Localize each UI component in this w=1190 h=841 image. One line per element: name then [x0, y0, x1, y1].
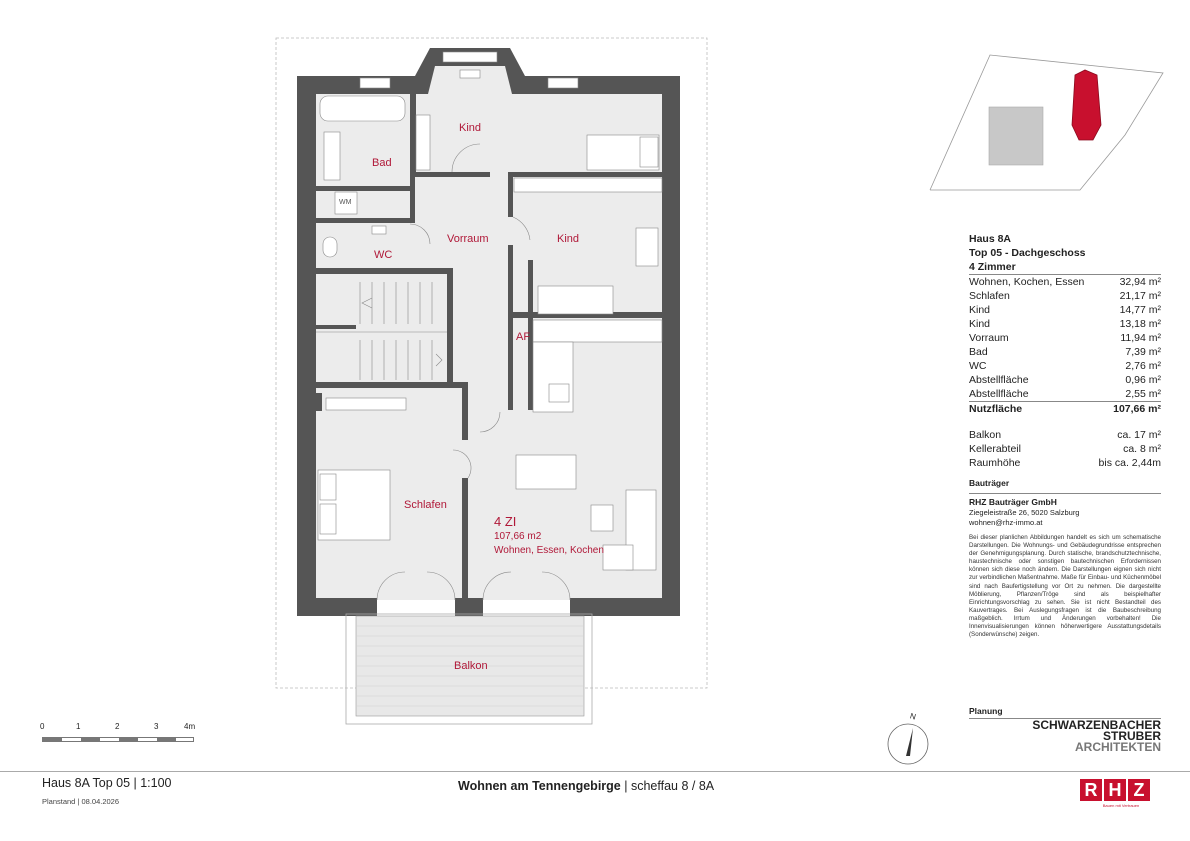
room-schlafen: Schlafen: [404, 499, 447, 511]
site-plan: [929, 54, 1164, 191]
architect-name-2: STRUBER: [1102, 729, 1161, 743]
company-address: Ziegeleistraße 26, 5020 Salzburg: [969, 508, 1080, 517]
compass-icon: [887, 723, 929, 765]
room-vorraum: Vorraum: [447, 233, 489, 245]
room-wc: WC: [374, 249, 393, 261]
scale-bar: 0 1 2 3 4m: [40, 722, 200, 746]
scale-tick-2: 2: [115, 722, 120, 731]
room-wm: WM: [339, 199, 352, 206]
floor-plan: [275, 37, 708, 725]
info-house: Haus 8A: [969, 233, 1012, 245]
scale-tick-4: 4m: [184, 722, 196, 731]
company-email: wohnen@rhz-immo.at: [969, 518, 1043, 527]
info-top: Top 05 - Dachgeschoss: [969, 247, 1086, 259]
project-location: | scheffau 8 / 8A: [620, 779, 715, 793]
info-panel: Haus 8A Top 05 - Dachgeschoss 4 Zimmer W…: [969, 232, 1161, 639]
project-name: Wohnen am Tennengebirge: [458, 779, 621, 793]
footer-divider: [0, 771, 1190, 772]
room-bad: Bad: [372, 157, 392, 169]
unit-area: 107,66 m2: [494, 531, 542, 542]
scale-tick-3: 3: [154, 722, 159, 731]
company-name: RHZ Bauträger GmbH: [969, 497, 1057, 507]
footer-title: Haus 8A Top 05 | 1:100: [42, 776, 172, 790]
room-af: AF: [516, 331, 531, 343]
footer-project: Wohnen am Tennengebirge | scheffau 8 / 8…: [458, 779, 714, 793]
room-kind-1: Kind: [459, 122, 482, 134]
room-kind-2: Kind: [557, 233, 580, 245]
unit-rooms: 4 ZI: [494, 514, 517, 529]
scale-tick-0: 0: [40, 722, 45, 731]
architect-name-1: SCHWARZENBACHER: [1032, 718, 1161, 732]
unit-living: Wohnen, Essen, Kochen: [494, 545, 604, 556]
info-rooms: 4 Zimmer: [969, 260, 1161, 275]
architect-logo: SCHWARZENBACHER STRUBER ARCHITEKTEN: [1000, 718, 1161, 754]
room-balkon: Balkon: [454, 660, 488, 672]
scale-tick-1: 1: [76, 722, 81, 731]
bautraeger-heading: Bauträger: [969, 476, 1161, 494]
planung-heading: Planung: [969, 706, 1161, 719]
logo-tagline: Bauen mit Vertrauen: [1102, 803, 1140, 808]
north-label: N: [908, 711, 917, 722]
north-arrow: N: [886, 711, 930, 770]
architect-name-3: ARCHITEKTEN: [1075, 740, 1161, 754]
disclaimer: Bei dieser planlichen Abbildungen handel…: [969, 534, 1161, 639]
footer-planstand: Planstand | 08.04.2026: [42, 797, 120, 806]
